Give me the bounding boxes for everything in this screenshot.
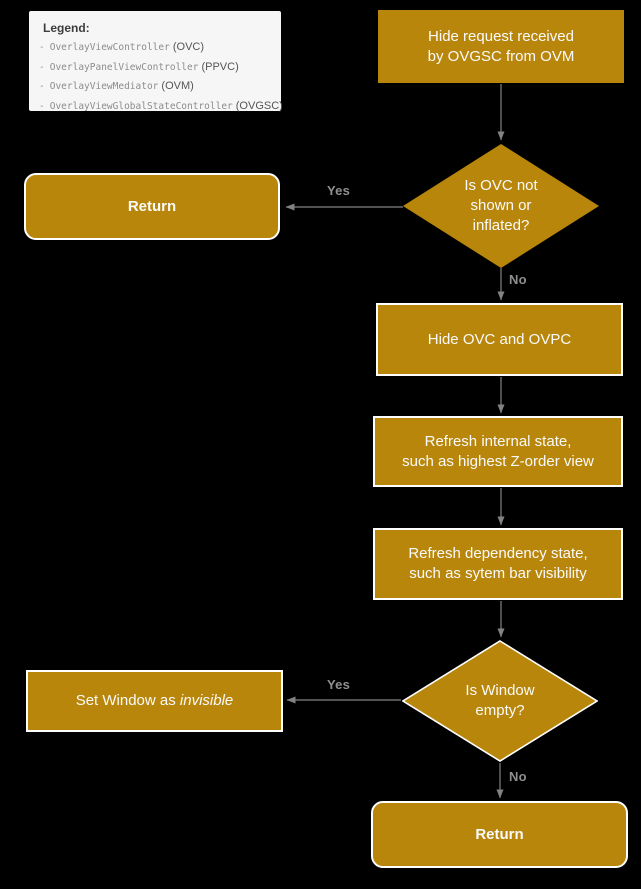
set-window-prefix: Set Window as: [75, 692, 180, 709]
node-label-line: by OVGSC from OVM: [427, 47, 575, 65]
legend-class-name: OverlayViewMediator: [49, 81, 159, 92]
node-label-line: Return: [127, 197, 177, 215]
legend-abbr: (OVM): [161, 80, 194, 92]
node-set-window-invisible: Set Window as invisible: [26, 670, 283, 732]
legend-bullet: -: [39, 81, 45, 92]
legend-item-ovgsc: -OverlayViewGlobalStateController(OVGSC): [39, 97, 283, 117]
node-decision-ovc-not-shown: Is OVC not shown or inflated?: [403, 144, 599, 268]
node-label-line: inflated?: [472, 217, 530, 234]
legend-panel: Legend: -OverlayViewController(OVC) -Ove…: [29, 11, 283, 112]
legend-bullet: -: [39, 100, 45, 112]
decision-text: Is OVC not shown or inflated?: [464, 176, 537, 236]
node-label-line: Is Window: [465, 682, 535, 699]
decision-diamond-shape: [403, 144, 599, 268]
decision-diamond-shape: [402, 640, 598, 762]
node-label-line: Refresh dependency state,: [408, 545, 588, 562]
node-refresh-dependency-state: Refresh dependency state, such as sytem …: [373, 528, 623, 600]
edge-label-no-decision1: No: [509, 272, 527, 287]
node-hide-ovc-ovpc: Hide OVC and OVPC: [376, 303, 623, 376]
node-start-hide-request: Hide request received by OVGSC from OVM: [378, 10, 624, 83]
node-return-bottom: Return: [371, 801, 628, 868]
legend-class-name: OverlayViewGlobalStateController: [49, 100, 233, 112]
node-label-line: Is OVC not: [464, 177, 538, 194]
node-label-line: empty?: [475, 702, 525, 719]
node-label-line: Return: [475, 825, 524, 843]
node-label-line: Hide OVC and OVPC: [427, 330, 572, 348]
legend-item-ovc: -OverlayViewController(OVC): [39, 38, 273, 58]
legend-class-name: OverlayPanelViewController: [49, 61, 199, 73]
node-label-line: such as highest Z-order view: [402, 452, 594, 470]
legend-abbr: (PPVC): [201, 60, 239, 73]
legend-bullet: -: [39, 42, 45, 53]
legend-title: Legend:: [43, 21, 90, 35]
decision-text: Is Window empty?: [465, 681, 534, 721]
node-label-line: Refresh internal state,: [424, 432, 572, 450]
node-label-line: such as sytem bar visibility: [409, 565, 587, 582]
legend-abbr: (OVGSC): [235, 99, 283, 112]
edge-label-no-decision2: No: [509, 769, 527, 784]
edge-label-yes-decision1: Yes: [327, 183, 351, 198]
node-refresh-internal-state: Refresh internal state, such as highest …: [373, 416, 623, 487]
node-label-line: shown or: [470, 197, 532, 214]
edge-label-yes-decision2: Yes: [327, 677, 351, 692]
node-label-line: Hide request received: [428, 27, 574, 45]
node-return-top: Return: [24, 173, 280, 240]
legend-bullet: -: [39, 61, 45, 73]
set-window-emphasis: invisible: [179, 692, 234, 709]
legend-class-name: OverlayViewController: [49, 42, 170, 53]
legend-item-ovm: -OverlayViewMediator(OVM): [39, 77, 273, 97]
node-label-line: Set Window as invisible: [76, 691, 234, 711]
legend-item-ppvc: -OverlayPanelViewController(PPVC): [39, 58, 273, 78]
node-decision-window-empty: Is Window empty?: [402, 640, 598, 762]
legend-abbr: (OVC): [172, 41, 205, 53]
